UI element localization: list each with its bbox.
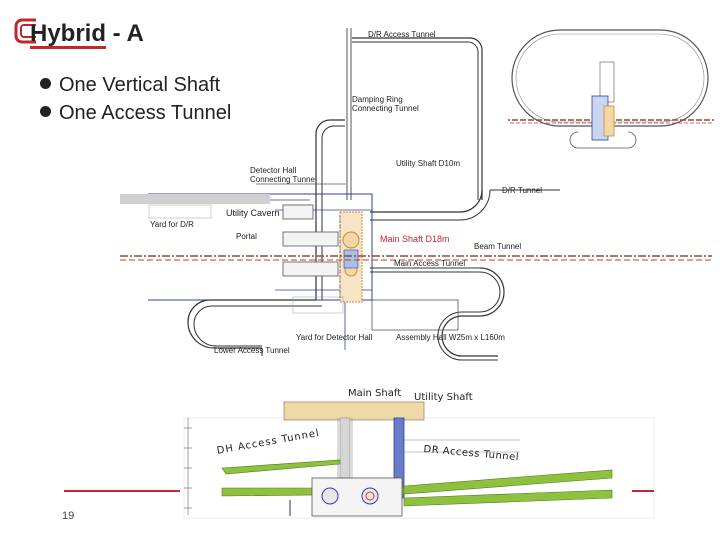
title-main: Hybrid [30, 20, 107, 49]
title-suffix: - A [106, 20, 144, 47]
utility-shaft-section-label: Utility Shaft [414, 392, 473, 403]
main-shaft-plan-label: Main Shaft D18m [380, 234, 450, 244]
damping-ring-label-1: Damping Ring [352, 95, 403, 104]
portal-label: Portal [236, 232, 257, 241]
dr-tunnel-label: D/R Tunnel [502, 186, 543, 195]
bullet-dot-icon [40, 106, 51, 117]
beam-tunnel-label: Beam Tunnel [474, 242, 522, 251]
yard-detector-hall-label: Yard for Detector Hall [296, 333, 373, 342]
overview-map [508, 29, 714, 149]
detector-hall-label-2: Connecting Tunnel [250, 175, 317, 184]
bullet-dot-icon [40, 78, 51, 89]
utility-shaft-plan-label: Utility Shaft D10m [396, 159, 461, 168]
bullet-1: One Vertical Shaft [40, 74, 220, 97]
footer-divider-left [64, 490, 180, 492]
footer-divider-right [632, 490, 654, 492]
main-shaft-section-label: Main Shaft [348, 388, 402, 399]
main-access-tunnel-label: Main Access Tunnel [394, 259, 466, 268]
dr-access-tunnel-label: D/R Access Tunnel [368, 30, 436, 39]
utility-cavern-label: Utility Cavern [226, 208, 280, 218]
bullet-2: One Access Tunnel [40, 102, 231, 125]
damping-ring-label-2: Connecting Tunnel [352, 104, 419, 113]
yard-dr-label: Yard for D/R [150, 220, 194, 229]
slide-title: Hybrid - A [30, 20, 144, 49]
logo-icon [14, 16, 40, 46]
detector-hall-label-1: Detector Hall [250, 166, 297, 175]
lower-access-tunnel-label: Lower Access Tunnel [214, 346, 290, 355]
assembly-hall-label: Assembly Hall W25m x L160m [396, 333, 505, 342]
page-number: 19 [62, 510, 75, 522]
